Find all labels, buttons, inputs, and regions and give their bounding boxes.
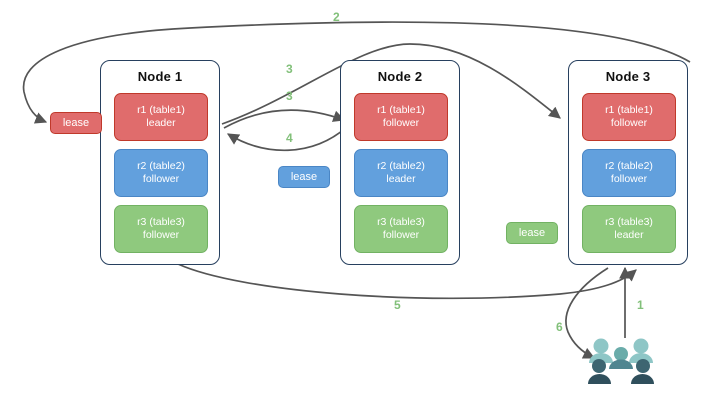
step-label-6: 6 — [556, 320, 563, 334]
step-label-4: 4 — [286, 131, 293, 145]
node-2-replica-r2[interactable]: r2 (table2) leader — [354, 149, 448, 197]
replica-role: follower — [382, 229, 420, 241]
node-2-replica-r3[interactable]: r3 (table3) follower — [354, 205, 448, 253]
replica-name: r2 (table2) — [377, 160, 425, 172]
replica-name: r1 (table1) — [377, 104, 425, 116]
replica-role: follower — [142, 173, 180, 185]
step-label-3b: 3 — [286, 89, 293, 103]
node-1-title: Node 1 — [137, 69, 183, 84]
replica-name: r3 (table3) — [605, 216, 653, 228]
edge-2-node3-to-lease-r1 — [22, 21, 691, 124]
node-3-replica-r3[interactable]: r3 (table3) leader — [582, 205, 676, 253]
users-icon — [588, 338, 654, 384]
node-3-replica-r1[interactable]: r1 (table1) follower — [582, 93, 676, 141]
replica-name: r1 (table1) — [137, 104, 185, 116]
node-1[interactable]: Node 1 r1 (table1) leader r2 (table2) fo… — [100, 60, 220, 265]
node-1-replica-r3[interactable]: r3 (table3) follower — [114, 205, 208, 253]
replica-role: follower — [382, 117, 420, 129]
replica-role: leader — [386, 173, 416, 185]
lease-badge-r1[interactable]: lease — [50, 112, 102, 134]
node-2-title: Node 2 — [377, 69, 423, 84]
edge-3-node1-to-node2 — [223, 109, 346, 129]
lease-badge-r2[interactable]: lease — [278, 166, 330, 188]
node-3-replica-r2[interactable]: r2 (table2) follower — [582, 149, 676, 197]
replica-role: follower — [142, 229, 180, 241]
edge-4-node2-to-node1 — [226, 125, 349, 152]
node-1-replica-r1[interactable]: r1 (table1) leader — [114, 93, 208, 141]
node-3[interactable]: Node 3 r1 (table1) follower r2 (table2) … — [568, 60, 688, 265]
edge-5-node1-to-node3 — [177, 263, 637, 300]
replica-name: r2 (table2) — [605, 160, 653, 172]
step-label-2: 2 — [333, 10, 340, 24]
replica-name: r1 (table1) — [605, 104, 653, 116]
step-label-5: 5 — [394, 298, 401, 312]
replica-role: follower — [610, 173, 648, 185]
lease-badge-r3[interactable]: lease — [506, 222, 558, 244]
replica-role: follower — [610, 117, 648, 129]
replica-name: r3 (table3) — [377, 216, 425, 228]
replica-name: r3 (table3) — [137, 216, 185, 228]
replica-role: leader — [614, 229, 644, 241]
replica-name: r2 (table2) — [137, 160, 185, 172]
node-3-title: Node 3 — [605, 69, 651, 84]
node-2[interactable]: Node 2 r1 (table1) follower r2 (table2) … — [340, 60, 460, 265]
replica-role: leader — [146, 117, 176, 129]
step-label-3a: 3 — [286, 62, 293, 76]
step-label-1: 1 — [637, 298, 644, 312]
node-1-replica-r2[interactable]: r2 (table2) follower — [114, 149, 208, 197]
node-2-replica-r1[interactable]: r1 (table1) follower — [354, 93, 448, 141]
edge-3-node1-to-node3 — [221, 43, 561, 125]
edge-6-node3-to-users — [565, 267, 609, 359]
